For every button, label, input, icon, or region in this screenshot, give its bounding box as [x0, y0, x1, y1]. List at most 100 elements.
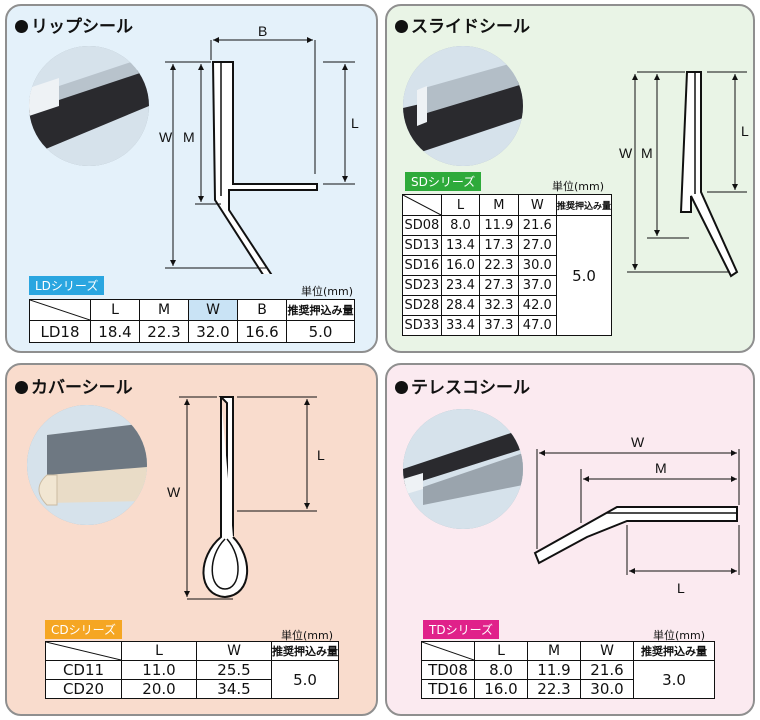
header-cell: L [474, 641, 528, 661]
diagonal-cell [421, 641, 475, 661]
ld-panel: リップシール B L W M LDシリーズ 単位(mm) [5, 4, 378, 353]
value-cell: 17.3 [479, 235, 519, 256]
value-cell: 27.3 [479, 275, 519, 296]
value-cell: 20.0 [121, 679, 197, 699]
table-header-row: L M W B 推奨押込み量 [29, 299, 355, 321]
ld-dim-l: L [351, 115, 359, 131]
td-spec-table: L M W 推奨押込み量 TD08 8.0 11.9 21.6 3.0 TD16… [421, 641, 715, 699]
ld-dim-w: W [159, 129, 173, 145]
table-row: TD08 8.0 11.9 21.6 3.0 [421, 660, 715, 699]
model-cell: SD13 [402, 235, 442, 256]
table-row: SD16 16.0 22.3 30.0 [402, 255, 612, 276]
sd-title: スライドシール [395, 12, 530, 37]
sd-dim-m: M [641, 145, 653, 161]
diagonal-cell [45, 641, 122, 661]
model-cell: LD18 [29, 320, 91, 343]
model-cell: SD08 [402, 215, 442, 236]
value-cell: 30.0 [517, 255, 557, 276]
model-cell: TD16 [421, 679, 475, 699]
value-cell: 28.4 [440, 295, 481, 316]
push-cell: 3.0 [633, 660, 715, 699]
ld-series-tag: LDシリーズ [29, 276, 105, 295]
cd-drawing: L W [167, 396, 325, 600]
ld-drawing: B L W M [159, 24, 359, 274]
push-cell: 5.0 [271, 660, 339, 699]
value-cell: 13.4 [440, 235, 481, 256]
cd-product-photo [27, 405, 147, 525]
sd-panel: スライドシール L W M SDシリーズ 単位(mm) L M [385, 4, 755, 353]
ld-unit: 単位(mm) [301, 285, 354, 298]
value-cell: 22.3 [527, 679, 581, 699]
header-cell: 推奨押込み量 [633, 641, 715, 661]
td-title: テレスコシール [395, 373, 530, 398]
header-cell: 推奨押込み量 [286, 299, 355, 321]
sd-dim-l: L [741, 123, 749, 139]
table-row: SD13 13.4 17.3 27.0 [402, 235, 612, 256]
value-cell: 47.0 [517, 315, 557, 336]
value-cell: 34.5 [196, 679, 272, 699]
bullet-icon [15, 381, 28, 394]
value-cell: 16.6 [237, 320, 287, 343]
header-cell: W [196, 641, 272, 661]
cd-spec-table: L W 推奨押込み量 CD11 11.0 25.5 5.0 CD20 20.0 … [45, 641, 339, 699]
value-cell: 32.3 [479, 295, 519, 316]
td-dim-w: W [631, 434, 645, 450]
table-header-row: L M W 推奨押込み量 [421, 641, 715, 661]
value-cell: 23.4 [440, 275, 481, 296]
value-cell: 27.0 [517, 235, 557, 256]
value-cell: 11.0 [121, 660, 197, 680]
table-row: LD18 18.4 22.3 32.0 16.6 5.0 [29, 320, 355, 343]
push-cell: 5.0 [555, 215, 613, 336]
value-cell: 22.3 [139, 320, 189, 343]
model-cell: SD23 [402, 275, 442, 296]
ld-title: リップシール [15, 12, 133, 37]
value-cell: 33.4 [440, 315, 481, 336]
table-header-row: L M W 推奨押込み量 [402, 194, 613, 216]
td-dim-m: M [655, 460, 667, 476]
sd-unit: 単位(mm) [552, 180, 605, 193]
model-cell: SD16 [402, 255, 442, 276]
sd-product-photo [403, 46, 523, 166]
td-panel: テレスコシール W M L TDシリーズ 単位(mm) L M [385, 363, 755, 716]
table-row: CD20 20.0 34.5 [45, 679, 339, 699]
value-cell: 42.0 [517, 295, 557, 316]
value-cell: 8.0 [474, 660, 528, 680]
value-cell: 11.9 [527, 660, 581, 680]
header-cell: M [139, 299, 189, 321]
value-cell: 18.4 [90, 320, 140, 343]
value-cell: 32.0 [188, 320, 238, 343]
table-row: CD11 11.0 25.5 5.0 [45, 660, 339, 699]
value-cell: 21.6 [517, 215, 557, 236]
header-cell: L [90, 299, 140, 321]
bullet-icon [15, 20, 28, 33]
table-row: SD33 33.4 37.3 47.0 [402, 315, 612, 336]
table-row: TD16 16.0 22.3 30.0 [421, 679, 715, 699]
diagonal-cell [402, 194, 442, 216]
header-cell: M [479, 194, 519, 216]
table-row: SD28 28.4 32.3 42.0 [402, 295, 612, 316]
cd-dim-l: L [317, 447, 325, 463]
td-dim-l: L [677, 580, 685, 596]
model-cell: CD11 [45, 660, 122, 680]
model-cell: TD08 [421, 660, 475, 680]
model-cell: SD33 [402, 315, 442, 336]
sd-drawing: L W M [619, 71, 749, 278]
header-cell: W [517, 194, 557, 216]
cd-title: カバーシール [15, 373, 133, 398]
table-row: SD23 23.4 27.3 37.0 [402, 275, 612, 296]
ld-dim-m: M [183, 129, 195, 145]
value-cell: 37.0 [517, 275, 557, 296]
ld-dim-b: B [258, 24, 267, 39]
value-cell: 30.0 [580, 679, 634, 699]
value-cell: 25.5 [196, 660, 272, 680]
value-cell: 8.0 [440, 215, 481, 236]
td-unit: 単位(mm) [653, 629, 706, 642]
cd-series-tag: CDシリーズ [45, 620, 123, 639]
table-row: SD08 8.0 11.9 21.6 5.0 [402, 215, 613, 336]
ld-spec-table: L M W B 推奨押込み量 LD18 18.4 22.3 32.0 16.6 … [29, 299, 355, 343]
bullet-icon [395, 381, 408, 394]
header-cell: 推奨押込み量 [555, 194, 613, 216]
model-cell: SD28 [402, 295, 442, 316]
bullet-icon [395, 20, 408, 33]
header-cell: W [188, 299, 238, 321]
